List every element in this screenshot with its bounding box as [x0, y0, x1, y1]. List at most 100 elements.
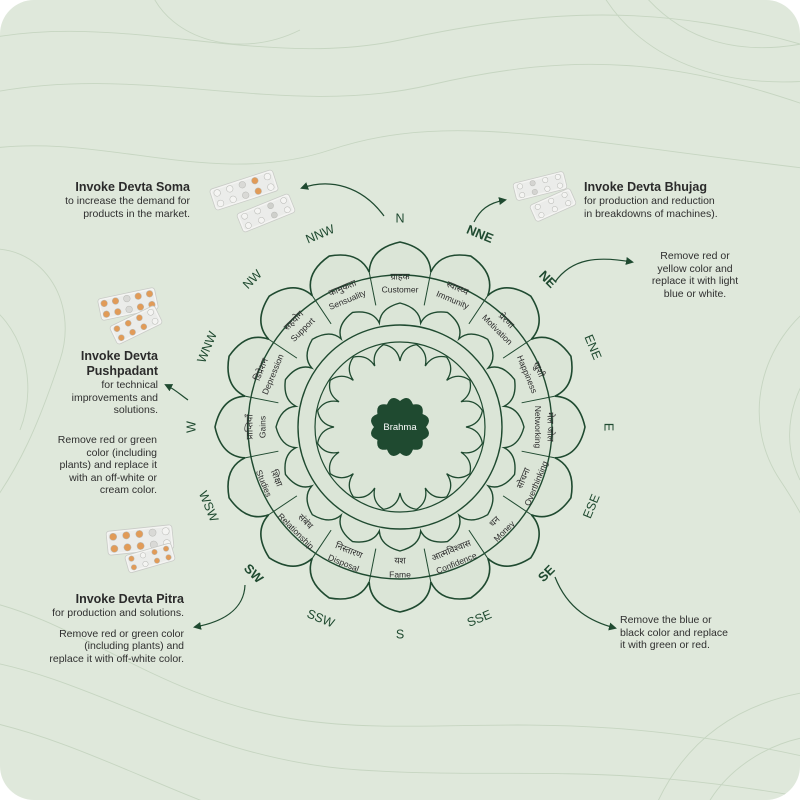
center-label: Brahma: [383, 422, 417, 433]
note-bhujag: Invoke Devta Bhujag for production and r…: [584, 180, 784, 220]
arrows: [164, 182, 634, 631]
zone-divider-line: [266, 337, 298, 359]
pill-strip-icon: [236, 193, 296, 233]
direction-ese: ESE: [580, 492, 603, 520]
note-pushpadant-line-3: solutions.: [113, 404, 158, 416]
pill-strip-icon: [109, 305, 163, 345]
note-soma: Invoke Devta Soma to increase the demand…: [40, 180, 190, 220]
zone-divider-line: [368, 548, 377, 585]
note-pitra: Invoke Devta Pitra for production and so…: [20, 592, 184, 665]
pill-strip-icon: [209, 169, 279, 211]
arrow-icon: [554, 576, 617, 631]
note-pushpadant-title-1: Invoke Devta: [80, 349, 158, 363]
direction-w: W: [184, 421, 198, 433]
arrow-icon: [300, 182, 385, 217]
note-bhujag-line-1: for production and reduction: [584, 195, 715, 207]
zone-divider-line: [502, 495, 534, 517]
zone-hindi-label: प्राप्तियाँ: [244, 413, 256, 439]
zone-divider-line: [310, 529, 332, 561]
zone-fame: यश Fame: [389, 557, 411, 580]
pill-strip-icon: [512, 171, 568, 201]
direction-ssw: SSW: [305, 607, 337, 631]
note-pitra-line-4: (including plants) and: [84, 640, 184, 652]
note-pitra-line-1: for production and solutions.: [52, 607, 184, 619]
note-se-line-1: Remove the blue or: [620, 614, 712, 626]
arrow-icon: [473, 197, 507, 223]
direction-ne: NE: [536, 267, 560, 291]
note-ne: Remove red or yellow color and replace i…: [630, 250, 760, 300]
note-bhujag-line-2: in breakdowns of machines).: [584, 207, 718, 220]
direction-nw: NW: [240, 267, 265, 292]
pill-strip-icon: [529, 188, 577, 222]
direction-s: S: [396, 627, 404, 641]
note-w-line-3: plants) and replace it: [59, 459, 157, 471]
zone-divider-line: [423, 548, 432, 585]
note-w-line-4: with an off-white or: [69, 471, 157, 484]
direction-nnw: NNW: [304, 222, 337, 246]
direction-e: E: [602, 423, 616, 431]
middle-lotus-ring: [275, 302, 525, 552]
direction-wnw: WNW: [194, 329, 219, 365]
note-se: Remove the blue or black color and repla…: [620, 614, 780, 652]
note-pushpadant: Invoke Devta Pushpadant for technical im…: [40, 349, 158, 417]
direction-se: SE: [535, 562, 558, 585]
note-pitra-line-3: Remove red or green color: [59, 627, 184, 640]
zone-divider-line: [310, 293, 332, 325]
note-ne-line-2: yellow color and: [657, 262, 733, 275]
note-se-line-2: black color and replace: [620, 626, 728, 639]
arrow-icon: [554, 257, 634, 283]
zone-divider-line: [521, 450, 558, 459]
zone-hindi-label: यश: [394, 557, 406, 567]
note-soma-line-1: to increase the demand for: [65, 195, 190, 207]
zone-divider-line: [423, 269, 432, 306]
note-pitra-line-5: replace it with off-white color.: [49, 652, 184, 665]
zone-divider-line: [368, 269, 377, 306]
direction-ene: ENE: [581, 333, 604, 362]
direction-sse: SSE: [465, 607, 493, 630]
zone-gains: प्राप्तियाँGains: [244, 413, 268, 439]
note-w-line-1: Remove red or green: [57, 434, 157, 446]
note-soma-line-2: products in the market.: [83, 207, 190, 220]
pill-strips: [97, 169, 577, 573]
zone-divider-line: [242, 395, 279, 404]
zone-english-label: Networking: [533, 406, 543, 449]
vastu-mandala: [214, 241, 586, 613]
pill-strip-icon: [124, 543, 176, 573]
zone-english-label: Gains: [257, 416, 267, 438]
note-w: Remove red or green color (including pla…: [30, 434, 157, 497]
brahma-center: [371, 398, 429, 456]
note-bhujag-title: Invoke Devta Bhujag: [584, 180, 707, 194]
arrow-icon: [193, 584, 246, 630]
zone-english-label: Fame: [389, 569, 411, 579]
direction-wsw: WSW: [196, 489, 221, 524]
zone-dividers: [242, 269, 558, 585]
zone-divider-line: [266, 495, 298, 517]
note-ne-line-3: replace it with light: [651, 275, 739, 287]
direction-sw: SW: [241, 561, 267, 587]
note-w-line-5: cream color.: [99, 484, 157, 496]
zone-divider-line: [242, 450, 279, 459]
inner-lotus-ring: [316, 343, 484, 511]
note-ne-line-1: Remove red or: [660, 250, 730, 262]
note-pushpadant-line-2: improvements and: [71, 391, 158, 404]
zone-divider-line: [521, 395, 558, 404]
note-ne-line-4: blue or white.: [663, 287, 727, 300]
zone-hindi-label: ग्राहक: [390, 273, 410, 283]
note-soma-title: Invoke Devta Soma: [75, 180, 190, 194]
arrow-icon: [164, 384, 189, 401]
zone-divider-line: [468, 529, 490, 561]
direction-n: N: [395, 211, 404, 225]
note-pushpadant-line-1: for technical: [101, 379, 158, 391]
note-pitra-title: Invoke Devta Pitra: [75, 592, 184, 606]
direction-nne: NNE: [464, 222, 495, 246]
zone-divider-line: [502, 337, 534, 359]
note-pushpadant-title-2: Pushpadant: [86, 364, 158, 378]
zone-hindi-label: मेल जोल: [545, 412, 557, 442]
zone-divider-line: [468, 293, 490, 325]
pill-strip-icon: [97, 287, 159, 321]
